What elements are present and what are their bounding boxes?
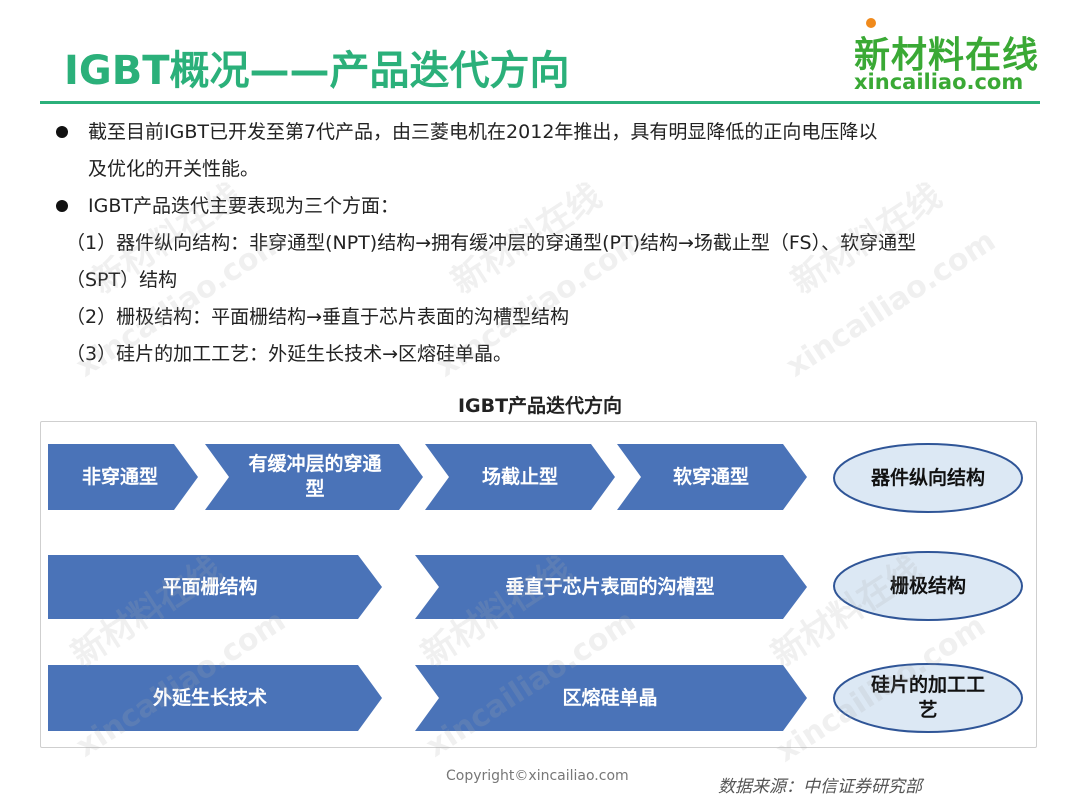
bullet-1-line-2: 及优化的开关性能。 xyxy=(88,158,260,180)
logo-chinese: 新材料在线 xyxy=(854,35,1040,76)
title-divider xyxy=(40,101,1040,104)
flow-arrow-shape xyxy=(205,444,423,510)
flow-step-label: 软穿通型 xyxy=(672,465,749,488)
bullet-dot-icon xyxy=(56,200,68,212)
item-2: （2）栅极结构：平面栅结构→垂直于芯片表面的沟槽型结构 xyxy=(66,306,570,328)
category-label: 硅片的加工工艺 xyxy=(870,674,985,721)
item-1-line-2: （SPT）结构 xyxy=(66,269,178,291)
brand-logo: 新材料在线 xincailiao.com xyxy=(850,18,1050,98)
item-3: （3）硅片的加工工艺：外延生长技术→区熔硅单晶。 xyxy=(66,343,513,365)
body-text: 截至目前IGBT已开发至第7代产品，由三菱电机在2012年推出，具有明显降低的正… xyxy=(52,114,1042,373)
diagram-frame xyxy=(40,421,1037,748)
bullet-dot-icon xyxy=(56,126,68,138)
copyright-text: Copyright©xincailiao.com xyxy=(446,768,629,784)
flow-arrow-shape xyxy=(48,444,198,510)
diagram-title: IGBT产品迭代方向 xyxy=(457,395,623,417)
category-ellipse-shape xyxy=(833,663,1023,733)
flow-arrow-shape xyxy=(48,555,382,619)
category-ellipse-shape xyxy=(833,551,1023,621)
bullet-2-text: IGBT产品迭代主要表现为三个方面： xyxy=(88,195,399,217)
flow-step-label: 垂直于芯片表面的沟槽型 xyxy=(505,575,715,598)
flow-arrow-shape xyxy=(48,665,382,731)
category-label: 栅极结构 xyxy=(889,574,966,597)
flow-step-label: 非穿通型 xyxy=(81,465,158,488)
flow-step-label: 有缓冲层的穿通型 xyxy=(248,453,382,500)
bullet-point-2: IGBT产品迭代主要表现为三个方面： xyxy=(52,188,1042,225)
flow-step-label: 平面栅结构 xyxy=(162,575,258,598)
flow-step-label: 场截止型 xyxy=(481,465,558,488)
flow-arrow-shape xyxy=(415,555,807,619)
item-1: （1）器件纵向结构：非穿通型(NPT)结构→拥有缓冲层的穿通型(PT)结构→场截… xyxy=(52,225,1042,299)
flow-arrow-shape xyxy=(425,444,615,510)
flow-step-label: 区熔硅单晶 xyxy=(562,686,658,709)
logo-domain: xincailiao.com xyxy=(854,70,1024,94)
flow-arrow-shape xyxy=(415,665,807,731)
bullet-1-line-1: 截至目前IGBT已开发至第7代产品，由三菱电机在2012年推出，具有明显降低的正… xyxy=(88,121,878,143)
logo-dot-icon xyxy=(866,18,876,28)
flow-step-label: 外延生长技术 xyxy=(152,686,267,709)
page-title: IGBT概况——产品迭代方向 xyxy=(64,48,570,94)
flow-arrow-shape xyxy=(617,444,807,510)
category-label: 器件纵向结构 xyxy=(870,466,985,489)
bullet-point-1: 截至目前IGBT已开发至第7代产品，由三菱电机在2012年推出，具有明显降低的正… xyxy=(52,114,1042,188)
category-ellipse-shape xyxy=(833,443,1023,513)
item-1-line-1: （1）器件纵向结构：非穿通型(NPT)结构→拥有缓冲层的穿通型(PT)结构→场截… xyxy=(66,232,917,254)
data-source-text: 数据来源：中信证券研究部 xyxy=(718,777,922,797)
